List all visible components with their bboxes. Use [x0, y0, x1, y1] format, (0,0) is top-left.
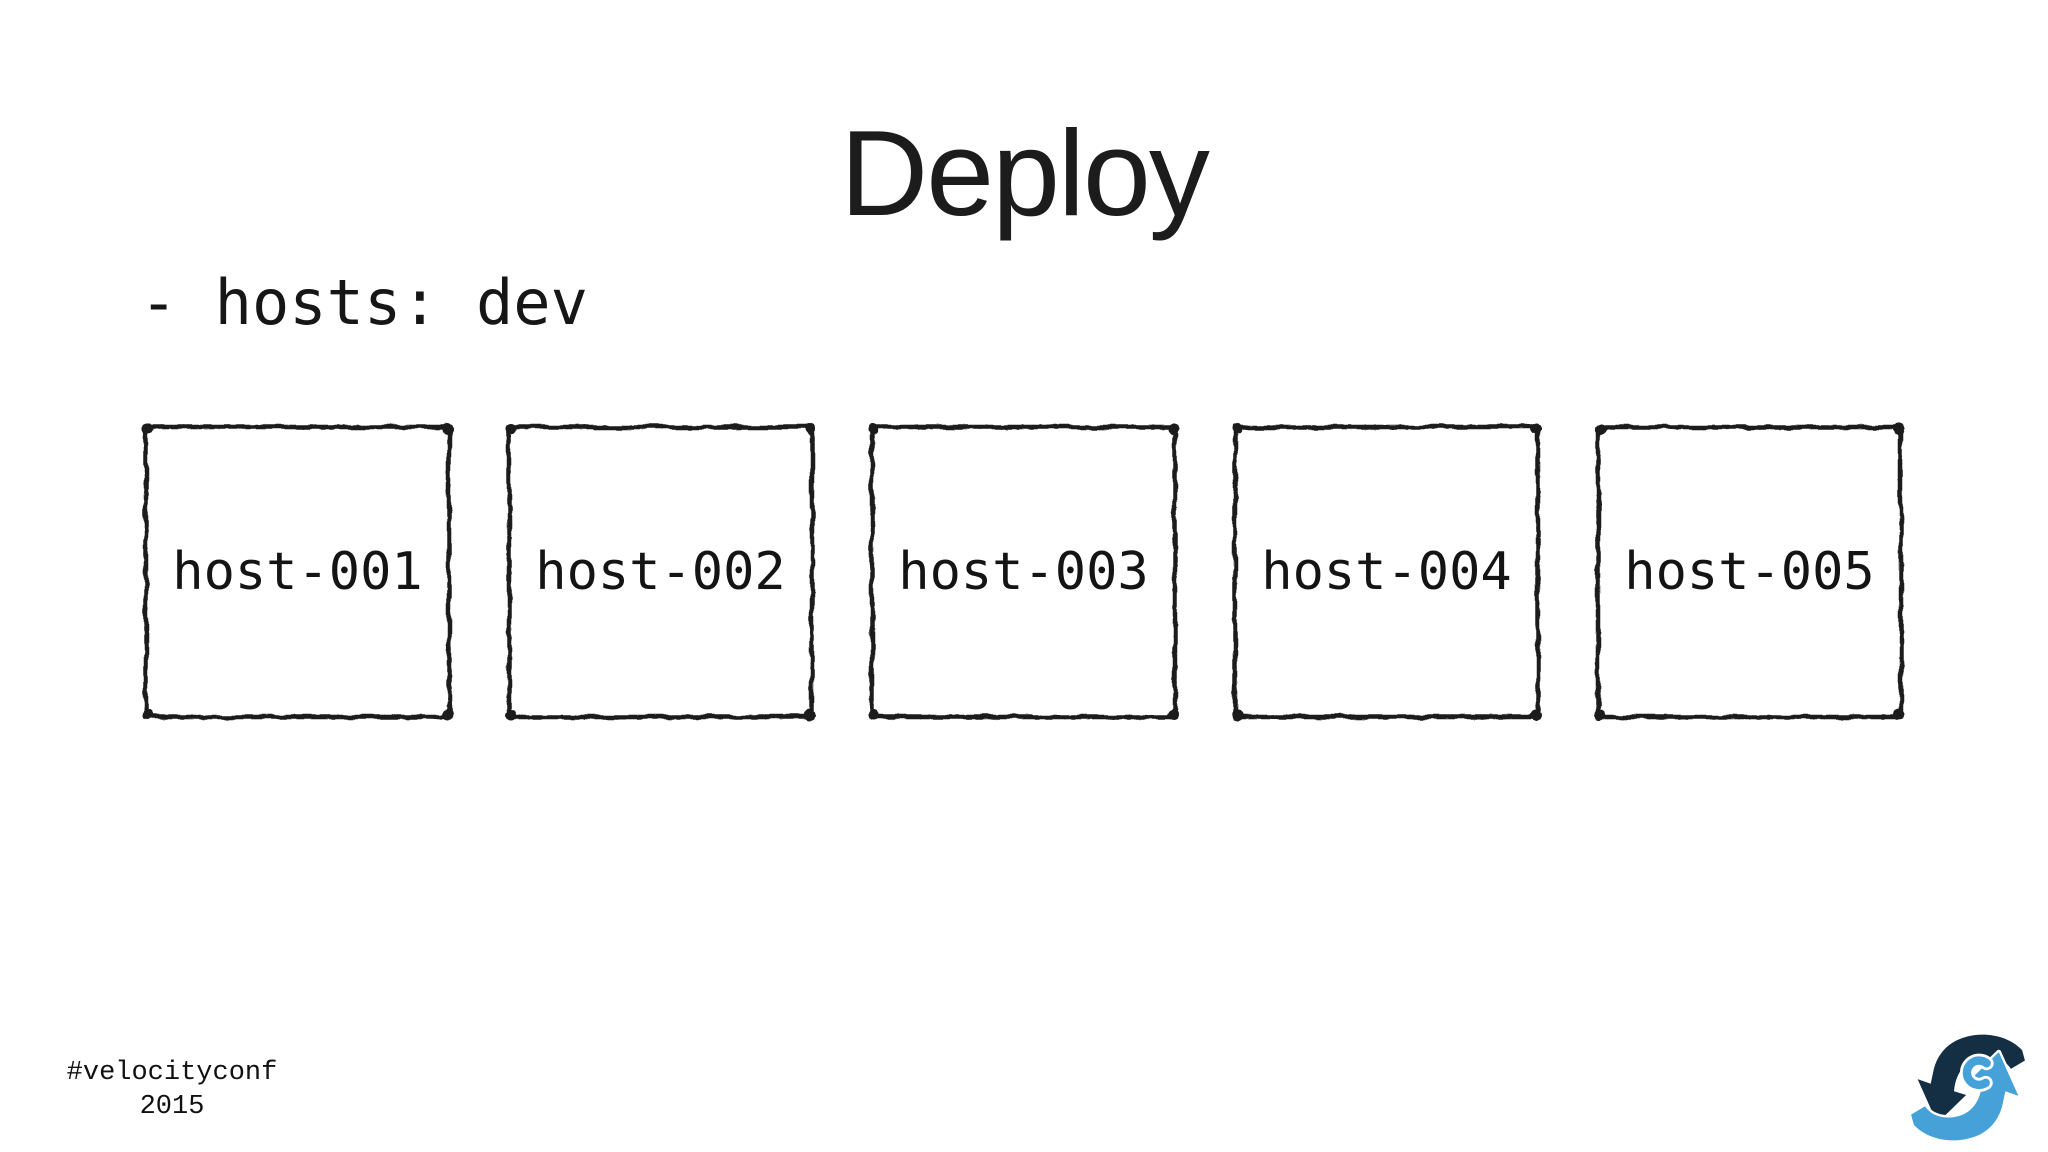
yaml-code-line: - hosts: dev	[140, 266, 588, 339]
host-box: host-002	[503, 421, 818, 723]
hosts-row: host-001 host-002 host-003	[140, 421, 1907, 723]
host-label: host-003	[898, 542, 1149, 602]
footer: #velocityconf 2015	[62, 1056, 282, 1124]
host-box: host-005	[1592, 421, 1907, 723]
sketch-border-icon	[142, 423, 453, 721]
sketch-border-icon	[1231, 423, 1542, 721]
sketch-border-icon	[505, 423, 816, 721]
logo-curl	[1962, 1056, 1991, 1089]
host-label: host-002	[535, 542, 786, 602]
host-box: host-001	[140, 421, 455, 723]
host-label: host-005	[1624, 542, 1875, 602]
sketch-border-icon	[868, 423, 1179, 721]
host-box: host-004	[1229, 421, 1544, 723]
slide-title: Deploy	[840, 105, 1210, 241]
host-label: host-004	[1261, 542, 1512, 602]
footer-hashtag: #velocityconf	[66, 1058, 278, 1088]
brand-logo	[1898, 1029, 2038, 1147]
sketch-border-icon	[1594, 423, 1905, 721]
host-box: host-003	[866, 421, 1181, 723]
sync-arrows-icon	[1908, 1032, 2028, 1143]
logo-light-arrow	[1908, 1049, 2021, 1143]
footer-year: 2015	[139, 1092, 205, 1122]
host-label: host-001	[172, 542, 423, 602]
